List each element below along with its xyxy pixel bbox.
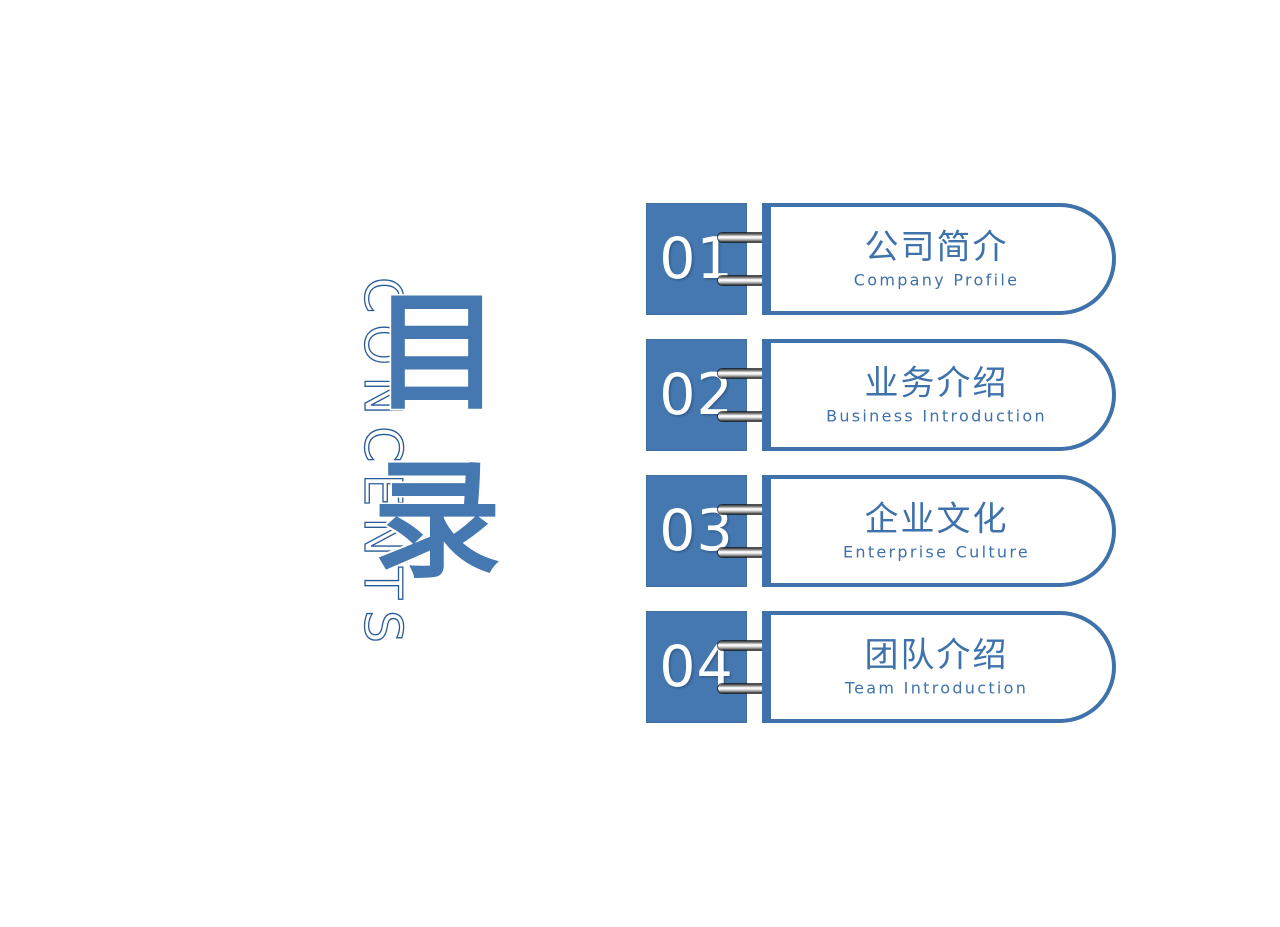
- toc-label-group-02: 业务介绍 Business Introduction: [771, 363, 1102, 428]
- toc-item-01[interactable]: 01 公司简介 Company Profile: [646, 203, 1116, 315]
- toc-number-box-03: 03: [646, 475, 747, 587]
- toc-pill-02[interactable]: 业务介绍 Business Introduction: [762, 339, 1116, 451]
- toc-title-en-03: Enterprise Culture: [842, 542, 1031, 562]
- toc-title-cn-01: 公司简介: [864, 227, 1009, 268]
- toc-title-cn-04: 团队介绍: [864, 635, 1009, 676]
- connector-staple-top-02: [718, 369, 768, 378]
- toc-title-en-02: Business Introduction: [826, 406, 1047, 426]
- connector-staple-bottom-03: [718, 548, 768, 557]
- toc-item-03[interactable]: 03 企业文化 Enterprise Culture: [646, 475, 1116, 587]
- connector-staple-top-01: [718, 233, 768, 242]
- toc-number-box-01: 01: [646, 203, 747, 315]
- connector-staple-bottom-02: [718, 412, 768, 421]
- connector-staple-top-04: [718, 641, 768, 650]
- title-block: CONCENTS 目 录: [250, 270, 512, 654]
- connector-staple-bottom-01: [718, 276, 768, 285]
- toc-item-04[interactable]: 04 团队介绍 Team Introduction: [646, 611, 1116, 723]
- toc-item-02[interactable]: 02 业务介绍 Business Introduction: [646, 339, 1116, 451]
- toc-number-box-02: 02: [646, 339, 747, 451]
- toc-number-box-04: 04: [646, 611, 747, 723]
- title-char-lu: 录: [372, 447, 501, 596]
- toc-title-en-04: Team Introduction: [844, 678, 1029, 698]
- title-char-mu: 目: [372, 279, 501, 428]
- connector-staple-top-03: [718, 505, 768, 514]
- toc-title-cn-03: 企业文化: [864, 499, 1009, 540]
- toc-pill-01[interactable]: 公司简介 Company Profile: [762, 203, 1116, 315]
- toc-label-group-04: 团队介绍 Team Introduction: [771, 635, 1102, 700]
- toc-label-group-03: 企业文化 Enterprise Culture: [771, 499, 1102, 564]
- toc-title-cn-02: 业务介绍: [864, 363, 1009, 404]
- connector-staple-bottom-04: [718, 684, 768, 693]
- page-title: 目 录: [362, 270, 512, 606]
- toc-pill-04[interactable]: 团队介绍 Team Introduction: [762, 611, 1116, 723]
- toc-label-group-01: 公司简介 Company Profile: [771, 227, 1102, 292]
- toc-pill-03[interactable]: 企业文化 Enterprise Culture: [762, 475, 1116, 587]
- toc-title-en-01: Company Profile: [853, 270, 1020, 290]
